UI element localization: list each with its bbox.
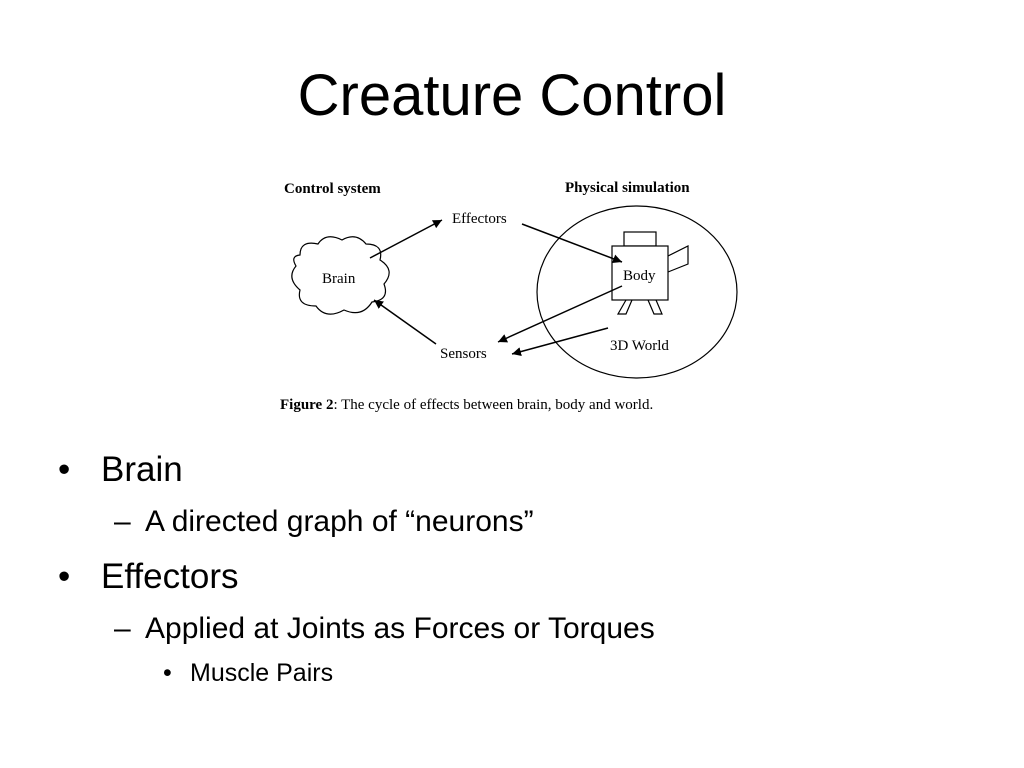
physical-simulation-label: Physical simulation <box>565 180 690 196</box>
sub-sub-bullet-muscle-pairs: Muscle Pairs <box>190 659 334 687</box>
sub-bullet-joints: Applied at Joints as Forces or Torques <box>145 612 655 645</box>
bullet-marker: • <box>58 450 71 489</box>
figure-caption: Figure 2: The cycle of effects between b… <box>280 397 653 413</box>
cycle-diagram: Control system Physical simulation Brain… <box>270 170 750 420</box>
world-to-sensors-arrow <box>511 327 609 356</box>
sub-bullet-marker: – <box>114 612 131 645</box>
world-node-label: 3D World <box>610 338 669 354</box>
sub-sub-bullet-marker: • <box>163 659 172 687</box>
caption-figure-number: Figure 2 <box>280 397 333 413</box>
slide-title: Creature Control <box>297 63 727 128</box>
sub-bullet-directed-graph: A directed graph of “neurons” <box>145 505 534 538</box>
bullet-item-brain: Brain <box>101 450 183 489</box>
body-node-label: Body <box>623 268 656 284</box>
sensors-to-brain-arrow <box>373 299 437 345</box>
world-ellipse <box>536 205 738 379</box>
body-to-sensors-arrow <box>497 285 623 343</box>
caption-text: : The cycle of effects between brain, bo… <box>333 397 653 413</box>
bullet-marker: • <box>58 557 71 596</box>
sensors-node-label: Sensors <box>440 346 487 362</box>
brain-node-label: Brain <box>322 271 356 287</box>
effectors-node-label: Effectors <box>452 211 507 227</box>
brain-to-effectors-arrow <box>369 219 443 259</box>
sub-bullet-marker: – <box>114 505 131 538</box>
brain-cloud <box>291 236 390 315</box>
bullet-item-effectors: Effectors <box>101 557 239 596</box>
control-system-label: Control system <box>284 181 381 197</box>
effectors-to-body-arrow <box>521 223 623 264</box>
